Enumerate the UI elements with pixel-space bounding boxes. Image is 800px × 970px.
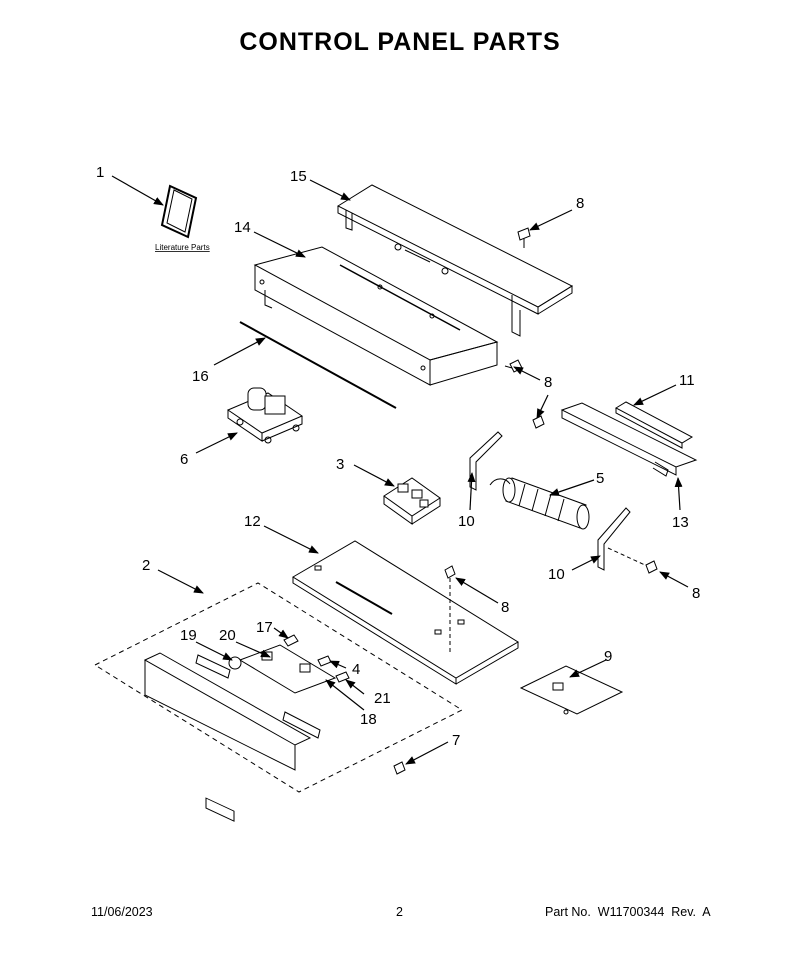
part-10-bracket-right	[597, 507, 631, 571]
callout-21: 21	[374, 690, 391, 707]
screw-8-plate	[444, 565, 456, 655]
callout-10: 10	[548, 566, 565, 583]
leader-lines	[111, 175, 689, 765]
part-9-insulation-pad	[519, 665, 624, 715]
callout-4: 4	[352, 661, 360, 678]
screw-8-bracket	[607, 547, 658, 574]
page-title: CONTROL PANEL PARTS	[239, 28, 561, 56]
callout-17: 17	[256, 619, 273, 636]
callout-2: 2	[142, 557, 150, 574]
callout-12: 12	[244, 513, 261, 530]
part-4-clip	[317, 655, 332, 667]
callout-20: 20	[219, 627, 236, 644]
footer-date: 11/06/2023	[91, 905, 153, 919]
footer-page-number: 2	[396, 905, 403, 919]
part-21-spacer	[335, 671, 350, 683]
callout-19: 19	[180, 627, 197, 644]
callout-7: 7	[452, 732, 460, 749]
screw-8-rail	[532, 415, 545, 429]
callout-6: 6	[180, 451, 188, 468]
callout-9: 9	[604, 648, 612, 665]
screw-7	[393, 761, 406, 775]
part-12-mounting-plate	[292, 540, 519, 685]
callout-1: 1	[96, 164, 104, 181]
part-15-top-cover	[336, 184, 574, 337]
literature-parts-label: Literature Parts	[155, 243, 210, 252]
part-6-power-module	[226, 387, 304, 444]
callout-8: 8	[692, 585, 700, 602]
callout-10: 10	[458, 513, 475, 530]
part-16-gasket-strip	[239, 321, 397, 409]
part-5-cooling-fan	[489, 477, 590, 530]
callout-3: 3	[336, 456, 344, 473]
footer-part-number: Part No. W11700344 Rev. A	[545, 905, 711, 919]
callout-14: 14	[234, 219, 251, 236]
callout-15: 15	[290, 168, 307, 185]
callout-8: 8	[501, 599, 509, 616]
part-10-bracket-left	[469, 431, 503, 491]
callout-8: 8	[576, 195, 584, 212]
part-2-control-assembly-outline	[93, 582, 464, 793]
callout-16: 16	[192, 368, 209, 385]
callout-numbers: 1 15 8 14 16 8 11 6 3 5 10 13 12 10 2 8 …	[96, 164, 700, 749]
screw-8-top	[517, 227, 531, 248]
part-11-foam-strip	[614, 401, 694, 449]
callout-8: 8	[544, 374, 552, 391]
part-19-touch-panel	[143, 652, 321, 822]
callout-18: 18	[360, 711, 377, 728]
part-17-connector	[283, 634, 299, 647]
callout-5: 5	[596, 470, 604, 487]
part-3-relay-board	[383, 477, 441, 525]
part-13-mounting-rail	[560, 402, 698, 477]
callout-13: 13	[672, 514, 689, 531]
part-18-control-board	[228, 644, 337, 694]
callout-11: 11	[679, 372, 695, 389]
part-1-literature-booklet	[160, 184, 198, 239]
